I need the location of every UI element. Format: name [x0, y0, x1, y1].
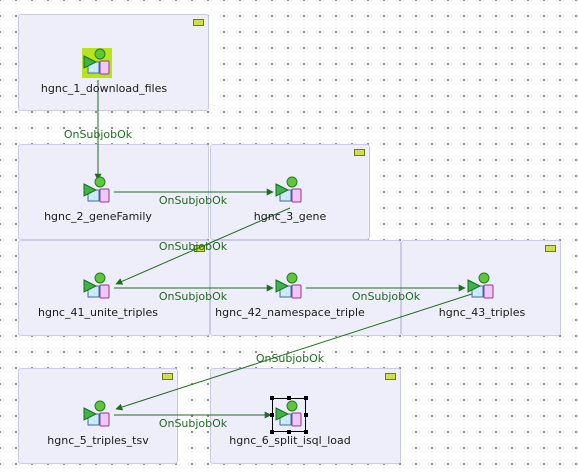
link-label-onsubjobok[interactable]: OnSubjobOk: [351, 290, 421, 303]
subjob-download[interactable]: [18, 14, 209, 111]
tjava-icon: [275, 400, 302, 427]
tjava-icon: [83, 176, 110, 203]
tjava-icon: [83, 48, 110, 75]
link-label-onsubjobok[interactable]: OnSubjobOk: [158, 240, 228, 253]
link-label-onsubjobok[interactable]: OnSubjobOk: [255, 352, 325, 365]
component-label[interactable]: hgnc_2_geneFamily: [44, 210, 152, 223]
tjava-icon: [83, 272, 110, 299]
resize-handle[interactable]: [270, 430, 274, 434]
link-label-onsubjobok[interactable]: OnSubjobOk: [158, 290, 228, 303]
component-tjava-icon[interactable]: [274, 272, 304, 302]
collapse-button[interactable]: [545, 245, 556, 252]
component-label[interactable]: hgnc_42_namespace_triple: [215, 306, 365, 319]
component-label[interactable]: hgnc_5_triples_tsv: [47, 434, 149, 447]
component-label[interactable]: hgnc_43_triples: [438, 306, 526, 319]
resize-handle[interactable]: [304, 396, 308, 400]
subjob-triples-tsv[interactable]: [18, 368, 178, 464]
link-line: [115, 291, 479, 411]
collapse-button[interactable]: [354, 149, 365, 156]
collapse-button[interactable]: [385, 373, 396, 380]
component-tjava-icon[interactable]: [82, 176, 112, 206]
collapse-button[interactable]: [193, 19, 204, 26]
resize-handle[interactable]: [270, 396, 274, 400]
component-label[interactable]: hgnc_1_download_files: [40, 82, 168, 95]
resize-handle[interactable]: [304, 413, 308, 417]
component-tjava-icon[interactable]: [82, 272, 112, 302]
tjava-icon: [275, 272, 302, 299]
component-tjava-icon[interactable]: [82, 400, 112, 430]
collapse-button[interactable]: [162, 373, 173, 380]
collapse-button[interactable]: [194, 245, 205, 252]
component-tjava-icon[interactable]: [466, 272, 496, 302]
resize-handle[interactable]: [287, 430, 291, 434]
link-label-onsubjobok[interactable]: OnSubjobOk: [158, 417, 228, 430]
resize-handle[interactable]: [287, 396, 291, 400]
component-tjava-icon[interactable]: [82, 48, 112, 78]
component-label[interactable]: hgnc_41_unite_triples: [38, 306, 158, 319]
tjava-icon: [467, 272, 494, 299]
link-line: [115, 207, 291, 285]
resize-handle[interactable]: [270, 413, 274, 417]
link-label-onsubjobok[interactable]: OnSubjobOk: [158, 194, 228, 207]
component-tjava-icon-selected[interactable]: [270, 396, 308, 434]
component-label[interactable]: hgnc_3_gene: [253, 210, 327, 223]
tjava-icon: [275, 176, 302, 203]
component-label[interactable]: hgnc_6_split_isql_load: [229, 434, 351, 447]
resize-handle[interactable]: [304, 430, 308, 434]
tjava-icon: [83, 400, 110, 427]
link-label-onsubjobok[interactable]: OnSubjobOk: [63, 128, 133, 141]
component-tjava-icon[interactable]: [274, 176, 304, 206]
